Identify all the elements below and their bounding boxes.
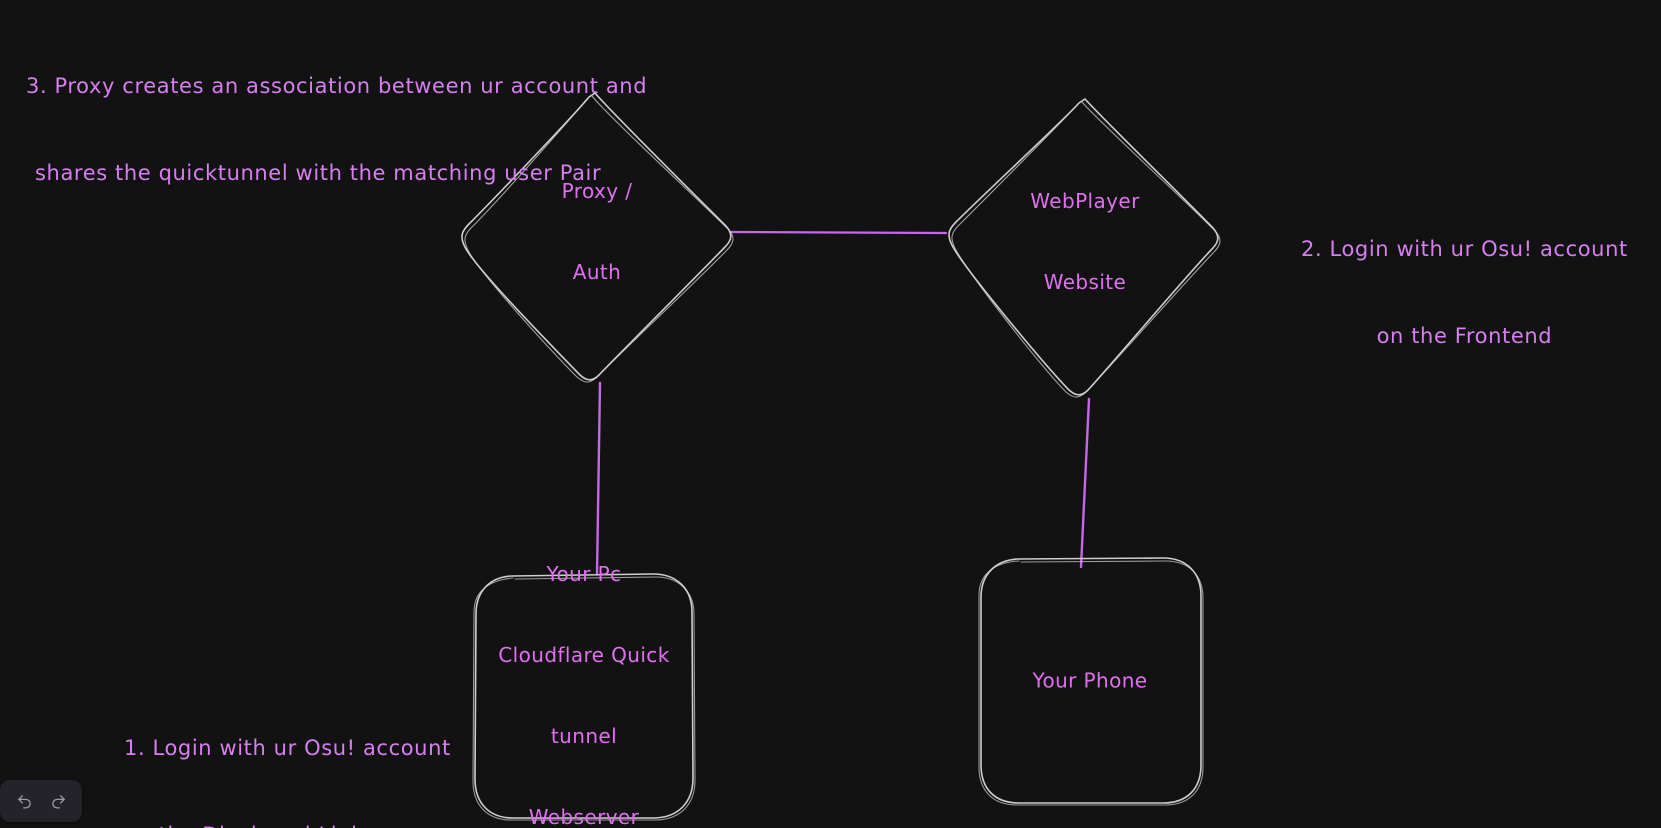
connector-proxy-to-yourpc (595, 381, 602, 576)
node-label-your-pc: Your Pc Cloudflare Quick tunnel Webserve… (498, 507, 669, 828)
shape-rect-your-pc (472, 573, 696, 821)
node-label-proxy-auth-line1: Proxy / (561, 179, 633, 203)
annotation-step-3-line1: 3. Proxy creates an association between … (26, 74, 648, 98)
redo-icon (50, 793, 67, 810)
node-label-proxy-auth: Proxy / Auth (562, 124, 633, 340)
connector-webplayer-to-yourphone (1079, 397, 1091, 569)
node-label-webplayer-website-line2: Website (1043, 270, 1127, 294)
annotation-step-1-line2: on the Displayed Link (124, 821, 451, 828)
shape-rect-your-phone (978, 557, 1204, 806)
node-label-proxy-auth-line2: Auth (572, 260, 622, 284)
annotation-step-3: 3. Proxy creates an association between … (26, 14, 647, 246)
node-label-your-phone-line1: Your Phone (1032, 668, 1148, 693)
annotation-step-2-line2: on the Frontend (1376, 324, 1553, 348)
node-label-your-pc-line3: tunnel (550, 724, 618, 748)
shape-diamond-proxy-auth (461, 92, 734, 383)
redo-button[interactable] (42, 786, 74, 816)
node-label-webplayer-website: WebPlayer Website (1030, 134, 1139, 350)
node-label-your-phone: Your Phone (1032, 614, 1147, 749)
annotation-step-1-line1: 1. Login with ur Osu! account (124, 736, 451, 760)
annotation-step-3-line2: shares the quicktunnel with the matching… (35, 161, 602, 185)
connector-proxy-to-webplayer (729, 230, 948, 235)
node-label-your-pc-line1: Your Pc (546, 562, 622, 586)
node-label-webplayer-website-line1: WebPlayer (1030, 189, 1140, 213)
undo-button[interactable] (8, 786, 40, 816)
node-label-your-pc-line2: Cloudflare Quick (498, 643, 670, 667)
history-toolbar (0, 780, 82, 822)
undo-icon (16, 793, 33, 810)
node-label-your-pc-line4: Webserver (528, 805, 640, 828)
shape-diamond-webplayer-website (948, 98, 1221, 398)
annotation-step-1: 1. Login with ur Osu! account on the Dis… (124, 676, 451, 828)
annotation-step-2-line1: 2. Login with ur Osu! account (1301, 237, 1628, 261)
annotation-step-2: 2. Login with ur Osu! account on the Fro… (1301, 177, 1628, 409)
